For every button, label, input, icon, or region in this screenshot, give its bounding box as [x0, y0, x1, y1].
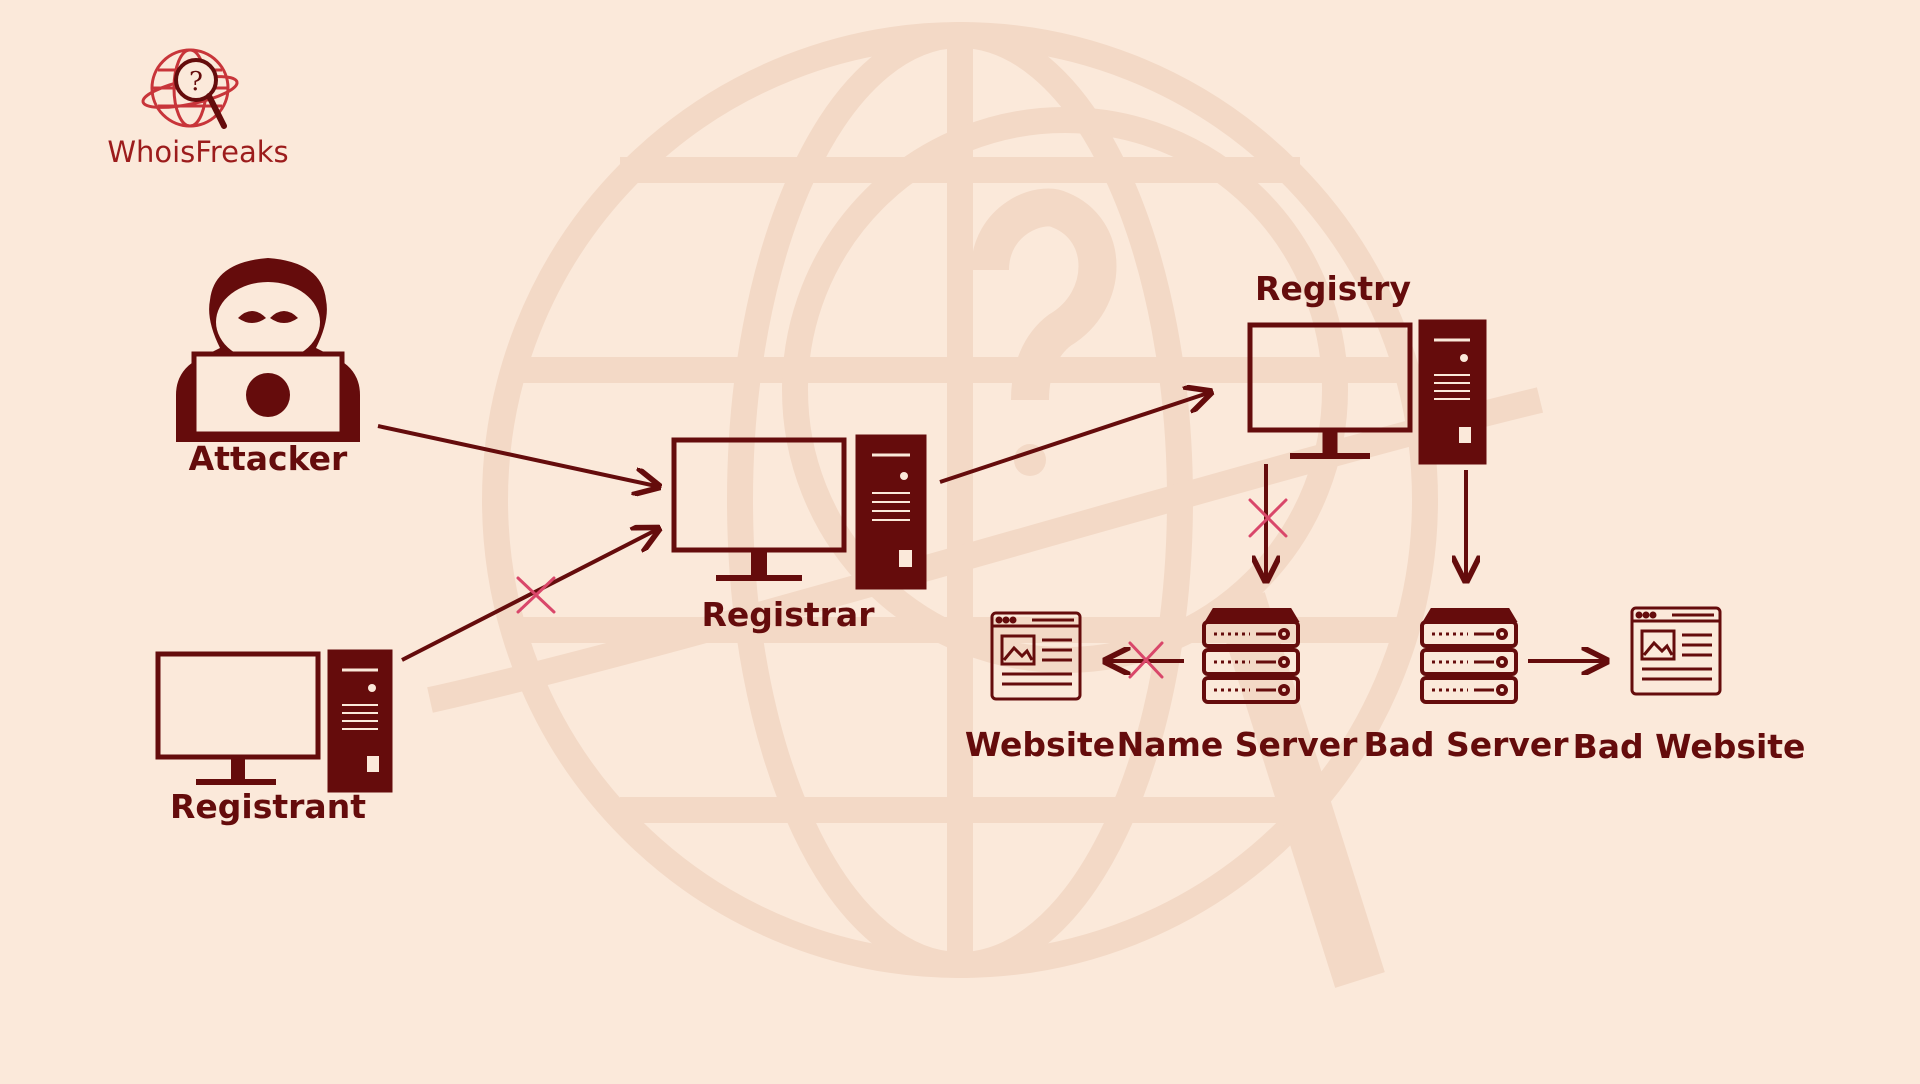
- watermark-globe-icon: [427, 22, 1544, 988]
- arrow-registrar-to-registry: [939, 393, 1208, 484]
- bad-server-label: Bad Server: [1363, 725, 1569, 764]
- name-server-rack-icon: [1202, 608, 1300, 704]
- registrant-label: Registrant: [170, 787, 366, 826]
- website-browser-icon: [990, 611, 1082, 701]
- bad-server-rack-icon: [1420, 608, 1518, 704]
- blocked-x-icon: [1128, 641, 1164, 679]
- registrar-label: Registrar: [701, 595, 875, 634]
- attacker-label: Attacker: [188, 439, 348, 478]
- registry-computer-icon: [1247, 319, 1487, 465]
- brand-name: WhoisFreaks: [107, 135, 289, 169]
- registry-label: Registry: [1255, 269, 1411, 308]
- website-label: Website: [964, 725, 1116, 764]
- registrant-computer-icon: [155, 649, 393, 793]
- registrar-computer-icon: [671, 434, 927, 590]
- arrow-attacker-to-registrar: [377, 424, 656, 486]
- blocked-x-icon: [516, 576, 556, 614]
- blocked-x-icon: [1248, 498, 1288, 538]
- arrow-registrant-to-registrar: [401, 530, 656, 662]
- bad-website-label: Bad Website: [1572, 727, 1806, 766]
- bad-website-browser-icon: [1630, 606, 1722, 696]
- hacker-icon: [176, 258, 360, 442]
- name-server-label: Name Server: [1116, 725, 1358, 764]
- whoisfreaks-logo-icon: ?: [141, 48, 239, 129]
- watermark-question-icon: [971, 188, 1117, 476]
- svg-text:?: ?: [189, 67, 203, 97]
